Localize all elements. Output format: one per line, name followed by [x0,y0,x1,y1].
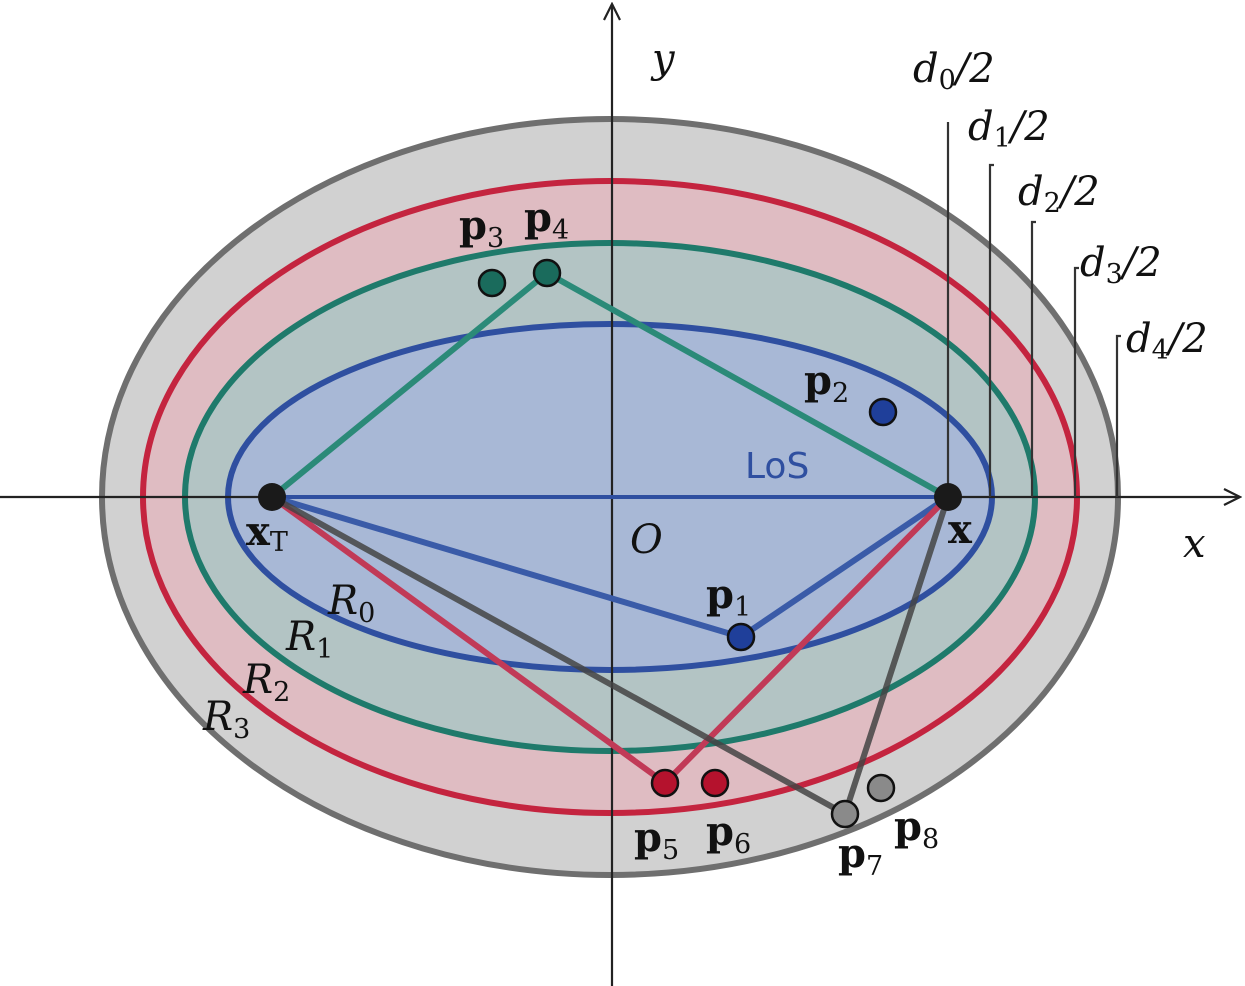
region-label-r2: R2 [242,657,290,708]
point-p1 [726,622,756,652]
point-label-p7: p7 [838,830,883,882]
transmitter-label: xT [246,508,288,558]
point-p6 [700,768,730,798]
point-p5 [650,768,680,798]
point-label-p8: p8 [894,803,939,855]
transmitter-node [258,483,286,511]
point-p4 [532,258,562,288]
region-label-r1: R1 [285,614,333,665]
distance-marker-d2 [1030,220,1036,497]
point-label-p6: p6 [706,808,751,860]
los-label: LoS [745,446,809,487]
distance-label-d0: d0/2 [913,46,995,96]
scatter-points [477,258,898,829]
distance-marker-d1 [988,163,994,497]
origin-label: O [630,517,663,563]
distance-label-d2: d2/2 [1018,169,1100,219]
distance-marker-d3 [1073,266,1079,497]
receiver-node [934,483,962,511]
point-p3 [477,268,507,298]
point-p2 [868,397,898,427]
distance-label-d3: d3/2 [1080,240,1162,290]
point-p8 [866,773,896,803]
point-label-p4: p4 [524,194,569,246]
distance-label-d1: d1/2 [968,104,1050,154]
distance-marker-d4 [1115,334,1121,497]
point-label-p1: p1 [706,571,751,623]
region-label-r3: R3 [202,694,250,745]
receiver-label: x [948,506,973,553]
distance-markers [946,122,1121,497]
point-label-p5: p5 [634,814,679,866]
point-label-p3: p3 [459,202,504,254]
x-axis-label: x [1183,521,1206,567]
point-label-p2: p2 [804,357,849,409]
point-p7 [830,799,860,829]
distance-label-d4: d4/2 [1126,316,1208,366]
y-axis-label: y [650,36,676,82]
region-label-r0: R0 [327,578,375,629]
